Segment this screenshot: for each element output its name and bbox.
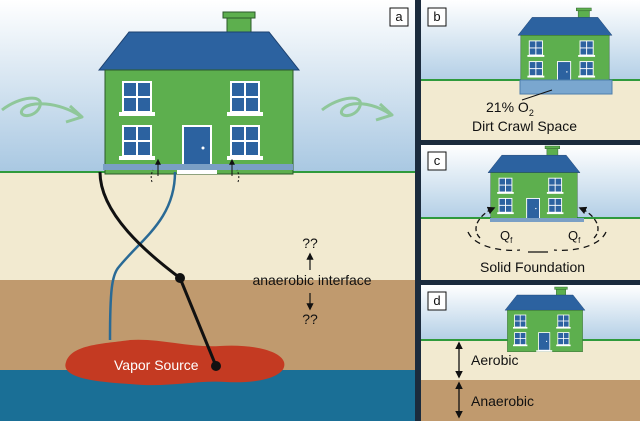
question-marks-top: ?? bbox=[302, 235, 318, 251]
panel-a: ?? anaerobic interface ?? Vapor Source a bbox=[0, 0, 415, 421]
black-migration-line bbox=[98, 171, 218, 367]
dirt-crawl-space-label: Dirt Crawl Space bbox=[472, 118, 577, 134]
vapor-source-label: Vapor Source bbox=[114, 357, 199, 373]
question-marks-bottom: ?? bbox=[302, 311, 318, 327]
flow-arrows-c bbox=[467, 206, 607, 253]
solid-foundation-label: Solid Foundation bbox=[480, 259, 585, 275]
panel-divider-vertical bbox=[415, 0, 421, 421]
panel-b: 21% O2 Dirt Crawl Space b bbox=[421, 0, 640, 140]
foundation-slab-a bbox=[103, 164, 293, 170]
panel-c-letter: c bbox=[434, 153, 441, 168]
interface-point bbox=[175, 273, 185, 283]
wind-arrow-left-icon bbox=[1, 96, 84, 124]
house-d bbox=[504, 286, 586, 353]
panel-b-letter-box bbox=[427, 7, 447, 27]
crawl-space-pointer bbox=[521, 89, 553, 101]
wind-arrow-right-icon bbox=[321, 96, 394, 122]
panel-a-letter: a bbox=[395, 9, 403, 24]
house-a bbox=[98, 11, 300, 175]
panel-d: Aerobic Anaerobic d bbox=[421, 285, 640, 421]
blue-well-line bbox=[108, 171, 177, 341]
source-point bbox=[211, 361, 221, 371]
vapor-source-plume bbox=[65, 339, 285, 386]
panel-divider-cd bbox=[421, 280, 640, 285]
panel-divider-bc bbox=[421, 140, 640, 145]
panel-a-letter-box bbox=[389, 7, 409, 27]
panel-c-letter-box bbox=[427, 151, 447, 171]
house-c bbox=[487, 145, 581, 221]
panel-b-letter: b bbox=[433, 9, 440, 24]
o2-percent-label: 21% O2 bbox=[486, 99, 534, 118]
soil-gas-entry-arrows bbox=[150, 158, 240, 183]
panel-c: Qf Qf Solid Foundation c bbox=[421, 145, 640, 280]
anaerobic-label: Anaerobic bbox=[471, 393, 534, 409]
panel-d-letter: d bbox=[433, 293, 440, 308]
qf-label-right: Qf bbox=[568, 228, 581, 245]
house-b bbox=[517, 7, 613, 85]
qf-label-left: Qf bbox=[500, 228, 513, 245]
solid-foundation-slab bbox=[490, 218, 584, 222]
aerobic-label: Aerobic bbox=[471, 352, 518, 368]
anaerobic-interface-label: anaerobic interface bbox=[252, 272, 371, 288]
crawl-space bbox=[519, 79, 613, 95]
panel-d-letter-box bbox=[427, 291, 447, 311]
